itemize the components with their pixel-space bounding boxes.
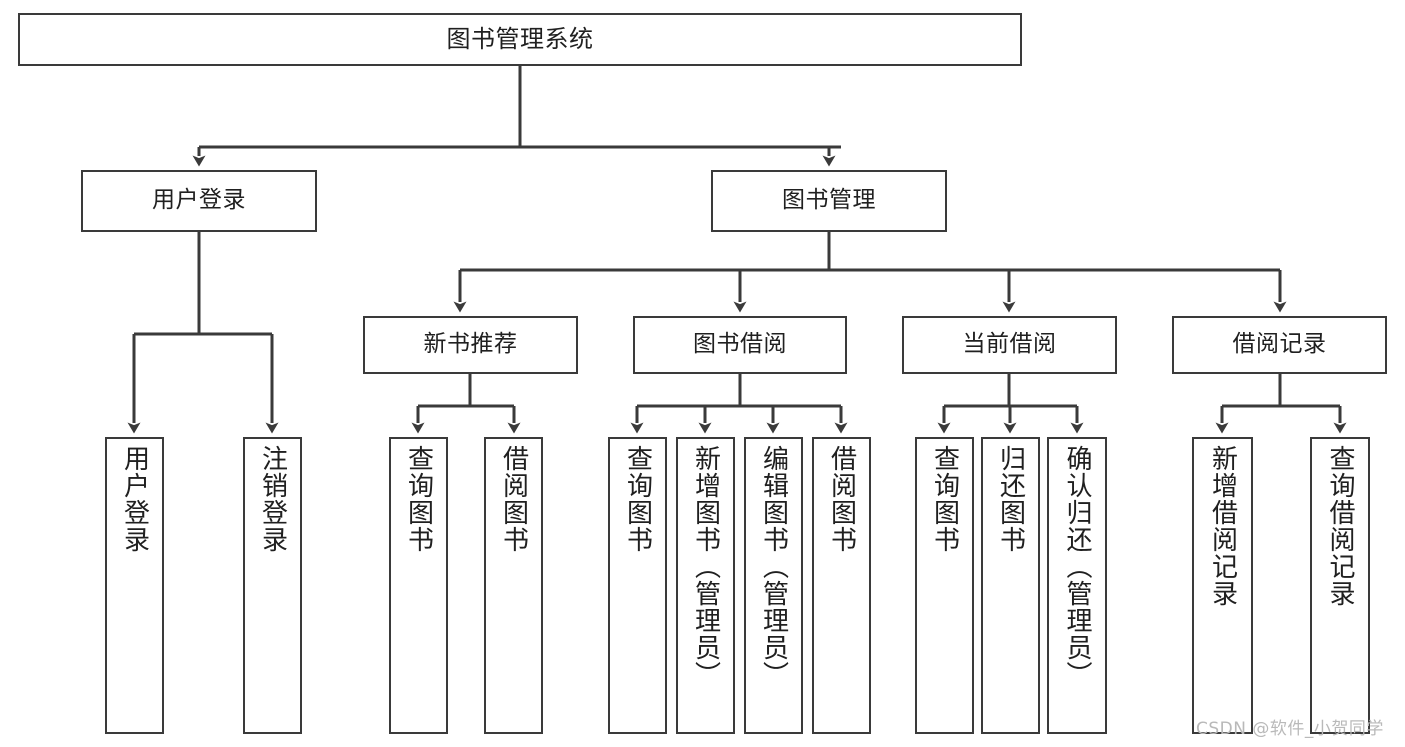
node-new-book-recommend[interactable]: 新书推荐: [363, 316, 578, 374]
node-book-borrow[interactable]: 图书借阅: [633, 316, 847, 374]
node-leaf-confirm-return-admin[interactable]: 确认归还（管理员）: [1047, 437, 1107, 734]
node-label: 用户登录: [119, 445, 150, 553]
node-leaf-add-borrow-record[interactable]: 新增借阅记录: [1192, 437, 1253, 734]
node-book-management[interactable]: 图书管理: [711, 170, 947, 232]
node-label: 注销登录: [257, 445, 288, 553]
node-leaf-query-borrow-record[interactable]: 查询借阅记录: [1310, 437, 1370, 734]
node-label: 新增图书（管理员）: [690, 445, 721, 688]
node-leaf-borrow-book[interactable]: 借阅图书: [812, 437, 871, 734]
node-borrow-record[interactable]: 借阅记录: [1172, 316, 1387, 374]
node-label: 查询图书: [622, 445, 653, 553]
node-label: 新增借阅记录: [1207, 445, 1238, 607]
node-label: 新书推荐: [423, 331, 518, 358]
node-label: 归还图书: [995, 445, 1026, 553]
node-leaf-query-book-current[interactable]: 查询图书: [915, 437, 974, 734]
node-leaf-logout-login[interactable]: 注销登录: [243, 437, 302, 734]
node-label: 查询图书: [929, 445, 960, 553]
node-label: 图书管理: [782, 187, 876, 214]
node-current-borrow[interactable]: 当前借阅: [902, 316, 1117, 374]
node-user-login[interactable]: 用户登录: [81, 170, 317, 232]
node-leaf-add-book-admin[interactable]: 新增图书（管理员）: [676, 437, 735, 734]
node-label: 借阅图书: [498, 445, 529, 553]
node-label: 查询图书: [403, 445, 434, 553]
node-leaf-query-book-borrow[interactable]: 查询图书: [608, 437, 667, 734]
node-label: 当前借阅: [962, 331, 1057, 358]
node-label: 确认归还（管理员）: [1062, 445, 1093, 688]
node-label: 图书管理系统: [446, 25, 594, 54]
node-label: 查询借阅记录: [1325, 445, 1356, 607]
node-leaf-borrow-book-recommend[interactable]: 借阅图书: [484, 437, 543, 734]
node-leaf-return-book[interactable]: 归还图书: [981, 437, 1040, 734]
node-label: 图书借阅: [693, 331, 787, 358]
node-root-system[interactable]: 图书管理系统: [18, 13, 1022, 66]
node-label: 借阅图书: [826, 445, 857, 553]
node-label: 用户登录: [152, 187, 246, 214]
node-label: 编辑图书（管理员）: [758, 445, 789, 688]
node-leaf-query-book-recommend[interactable]: 查询图书: [389, 437, 448, 734]
node-label: 借阅记录: [1232, 331, 1327, 358]
node-leaf-edit-book-admin[interactable]: 编辑图书（管理员）: [744, 437, 803, 734]
node-leaf-user-login[interactable]: 用户登录: [105, 437, 164, 734]
